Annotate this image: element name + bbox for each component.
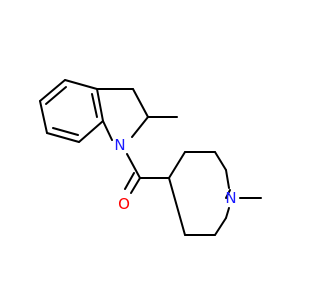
bond bbox=[91, 93, 98, 118]
bond bbox=[39, 79, 66, 102]
bond bbox=[102, 120, 113, 141]
bond bbox=[214, 151, 227, 171]
bond bbox=[78, 120, 104, 143]
structure-diagram: N O N bbox=[39, 79, 262, 236]
bond bbox=[168, 177, 186, 236]
indoline-nitrogen-label: N bbox=[114, 136, 125, 154]
bond bbox=[46, 132, 80, 143]
bond bbox=[126, 153, 141, 179]
bond bbox=[96, 88, 104, 122]
piperidine-nitrogen-label: N bbox=[225, 189, 236, 207]
bond bbox=[45, 86, 67, 105]
bond bbox=[214, 217, 227, 236]
bond bbox=[39, 100, 48, 134]
bond bbox=[131, 116, 149, 138]
bond bbox=[64, 79, 98, 90]
bond bbox=[124, 172, 135, 190]
molecule-canvas: N O N bbox=[39, 79, 262, 236]
carbonyl-oxygen-label: O bbox=[118, 195, 130, 213]
bond bbox=[225, 189, 231, 199]
bond bbox=[225, 169, 230, 189]
bond bbox=[225, 207, 230, 219]
bond bbox=[132, 88, 149, 118]
bond bbox=[52, 127, 79, 136]
bond bbox=[130, 177, 141, 194]
bond bbox=[168, 151, 186, 179]
